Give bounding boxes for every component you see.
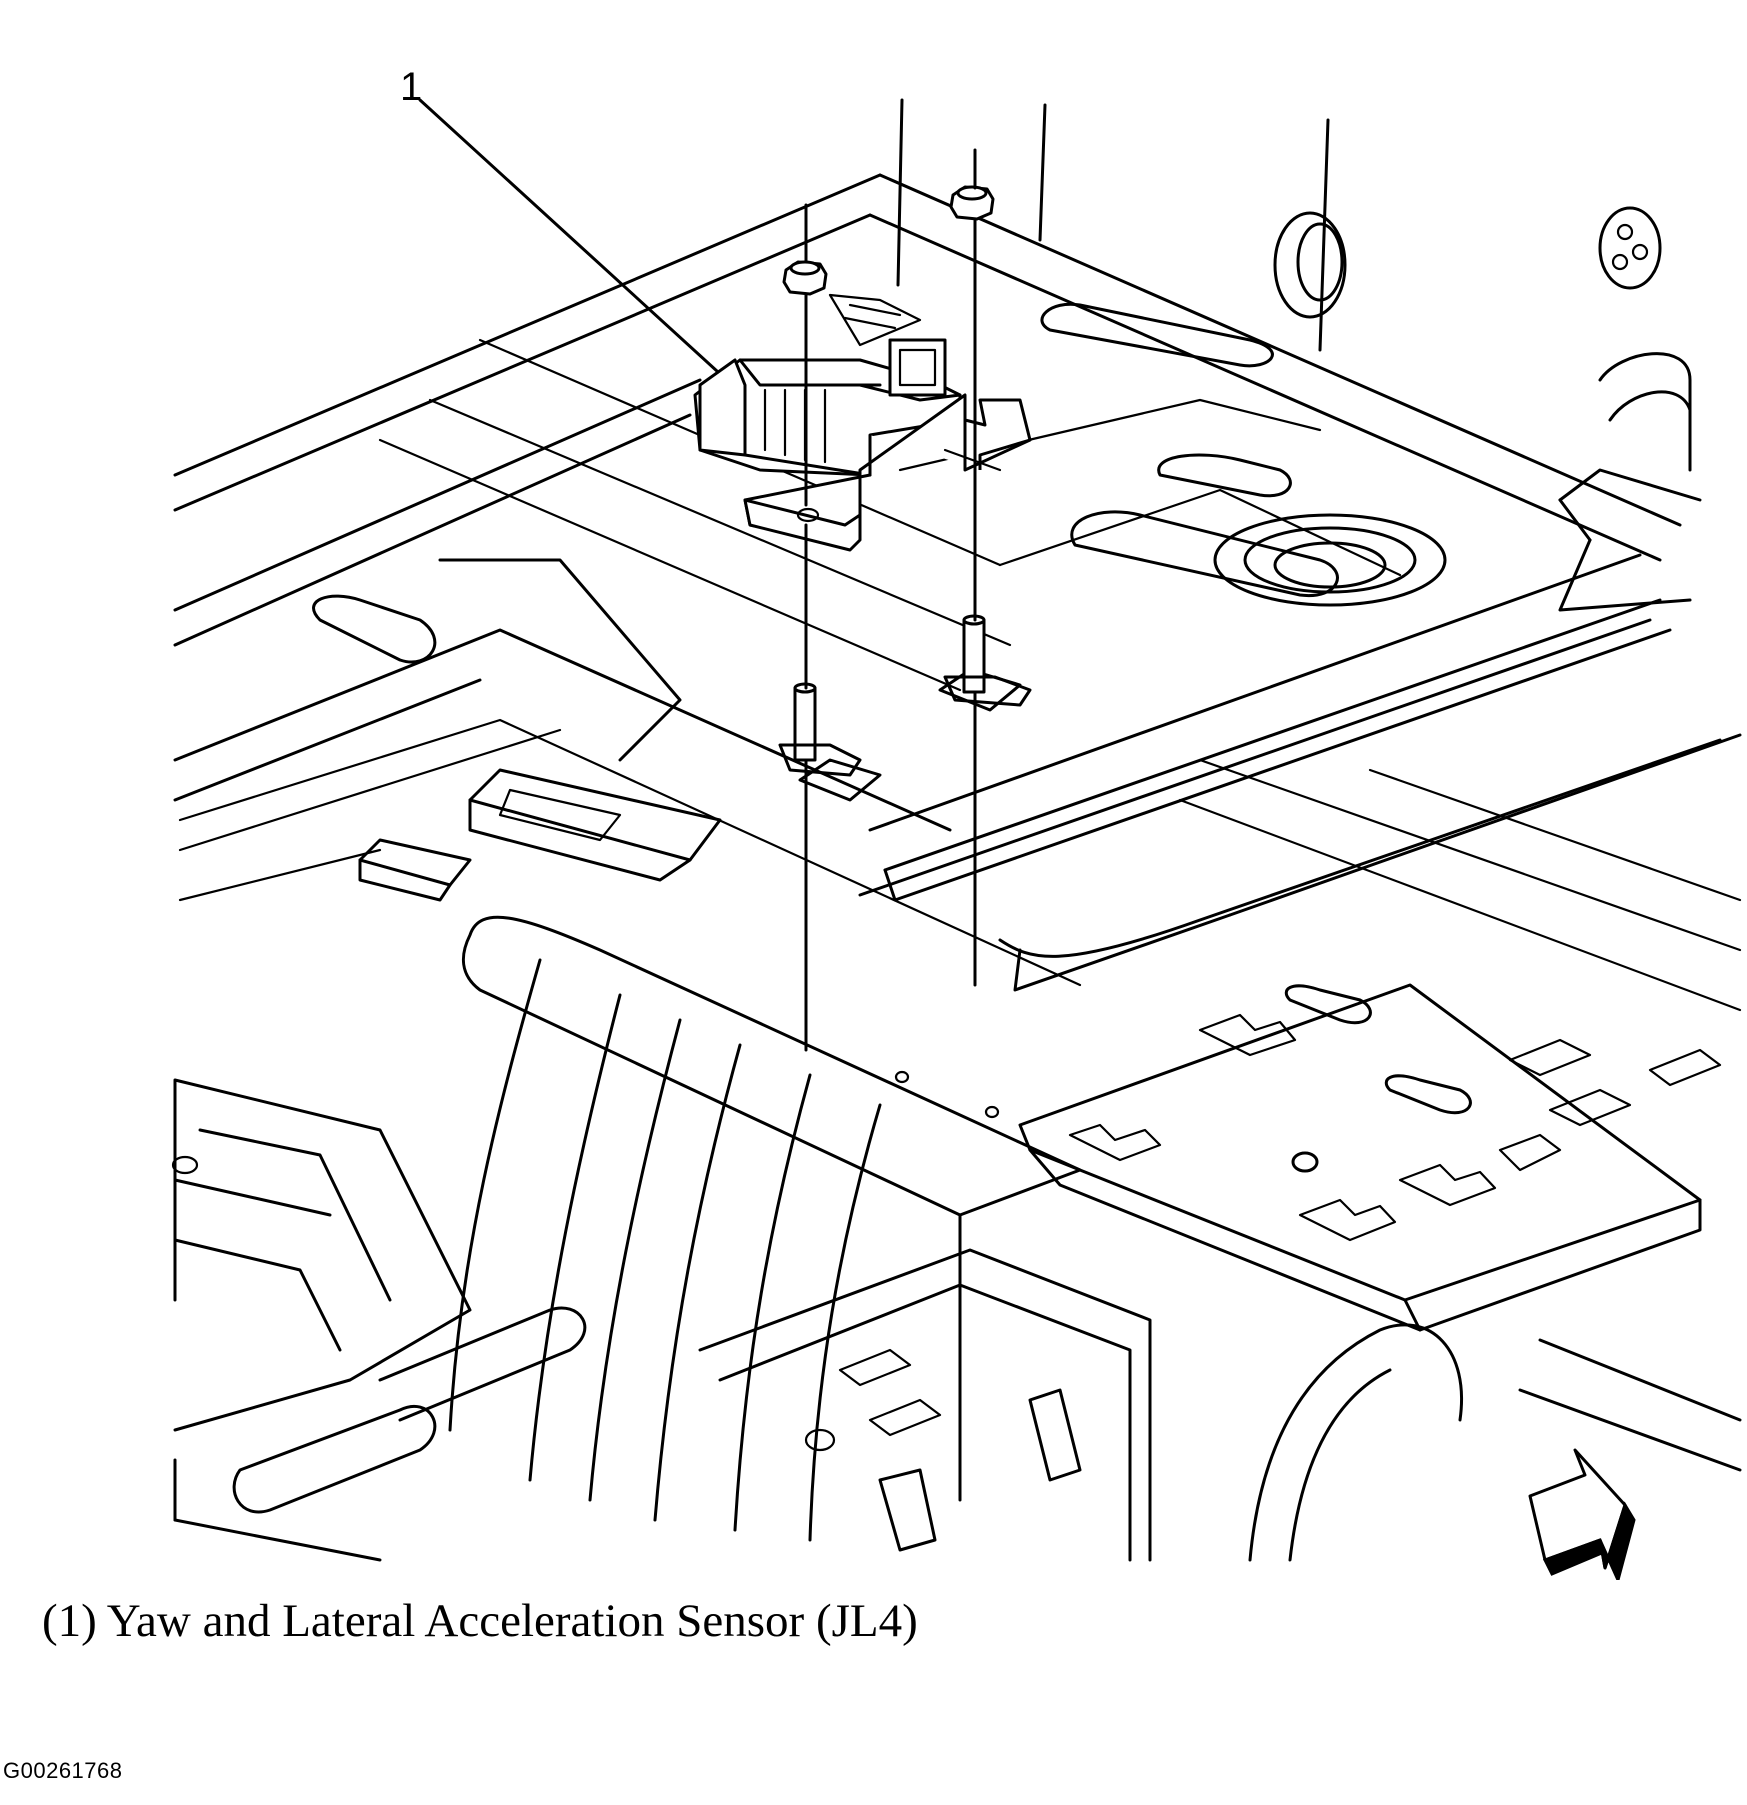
installation-lines	[806, 150, 975, 1050]
grommet-icon	[1600, 208, 1660, 288]
mounting-pads	[360, 670, 1020, 900]
stud-icon	[945, 616, 1030, 705]
front-direction-arrow-icon	[1530, 1450, 1634, 1580]
callout-1: 1	[400, 65, 718, 372]
callout-number: 1	[400, 65, 422, 109]
nut-icon	[951, 187, 993, 219]
nut-icon	[784, 262, 826, 294]
floor-pan	[175, 175, 1740, 1010]
rear-panel-details	[898, 100, 1690, 470]
floor-pan-diagram: 1	[0, 65, 1747, 1580]
figure-caption: (1) Yaw and Lateral Acceleration Sensor …	[42, 1595, 918, 1647]
lower-floor-sections	[173, 1080, 585, 1560]
grommet-icon	[1275, 213, 1345, 317]
floor-plate	[1020, 985, 1720, 1330]
transmission-tunnel	[450, 917, 1080, 1540]
yaw-lateral-acceleration-sensor	[695, 295, 1030, 550]
rear-floor-structure	[700, 1250, 1740, 1560]
figure-id: G00261768	[3, 1758, 123, 1783]
